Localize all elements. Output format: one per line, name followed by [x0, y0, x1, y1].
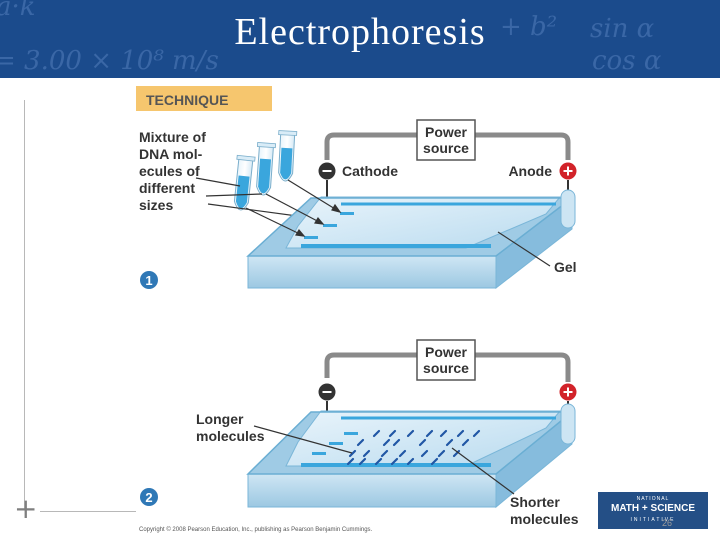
mixture-label: Mixture of DNA mol- ecules of different … — [139, 129, 206, 213]
technique-bar — [136, 86, 272, 111]
electrophoresis-figure: TECHNIQUE Mixture of DNA mol- ecules of … — [136, 86, 579, 526]
step-1-badge — [140, 271, 158, 289]
dna-bands — [346, 429, 481, 466]
technique-label: TECHNIQUE — [146, 92, 228, 108]
slide-title: Electrophoresis — [234, 11, 486, 53]
left-rule — [24, 100, 25, 510]
page-number: 26 — [662, 518, 673, 528]
power-source-label: source — [423, 360, 469, 376]
mixture-label-line: ecules of — [139, 163, 200, 179]
power-source-box — [416, 119, 476, 161]
power-source-box — [416, 339, 476, 381]
mixture-label-line: DNA mol- — [139, 146, 203, 162]
power-source-label: Power — [425, 124, 468, 140]
background-formula: cos α — [592, 46, 662, 76]
background-formula: + b² — [500, 12, 558, 42]
shorter-pointer — [451, 447, 515, 495]
gel-tray-2 — [246, 403, 576, 509]
background-formula: = 3.00 × 10⁸ m/s — [0, 46, 219, 76]
power-source-label: source — [423, 140, 469, 156]
step-2-number: 2 — [145, 490, 152, 505]
gel-tray-1 — [246, 189, 576, 290]
background-formula: a·k — [0, 0, 36, 22]
shorter-label-line: Shorter — [510, 494, 560, 510]
test-tube — [233, 154, 256, 211]
nms-logo: NATIONAL MATH + SCIENCE INITIATIVE — [598, 492, 708, 529]
test-tube — [278, 130, 298, 182]
mixture-label-line: sizes — [139, 197, 173, 213]
logo-line: NATIONAL — [636, 496, 670, 502]
bottom-rule — [40, 511, 136, 512]
logo-line: MATH + SCIENCE — [611, 503, 695, 514]
longer-pointer — [253, 425, 353, 454]
longer-molecules-label: Longer molecules — [196, 411, 265, 444]
longer-label-line: Longer — [196, 411, 244, 427]
mixture-label-line: different — [139, 180, 195, 196]
gel-label: Gel — [554, 259, 577, 275]
power-source-label: Power — [425, 344, 468, 360]
slide-header: a·k + b² sin α = 3.00 × 10⁸ m/s cos α El… — [0, 0, 720, 78]
mixture-label-line: Mixture of — [139, 129, 206, 145]
logo-line: INITIATIVE — [630, 517, 676, 523]
cathode-label: Cathode — [342, 163, 398, 179]
test-tube — [256, 142, 277, 196]
plus-icon: + — [14, 492, 38, 525]
shorter-molecules-label: Shorter molecules — [510, 494, 579, 526]
shorter-label-line: molecules — [510, 511, 579, 526]
copyright-text: Copyright © 2008 Pearson Education, Inc.… — [139, 527, 373, 533]
gel-pointer — [497, 231, 551, 267]
anode-label: Anode — [508, 163, 552, 179]
background-formula: sin α — [590, 14, 655, 44]
longer-label-line: molecules — [196, 428, 265, 444]
step-1-number: 1 — [145, 273, 152, 288]
loading-arrows — [245, 179, 342, 237]
step-2-badge — [140, 488, 158, 506]
